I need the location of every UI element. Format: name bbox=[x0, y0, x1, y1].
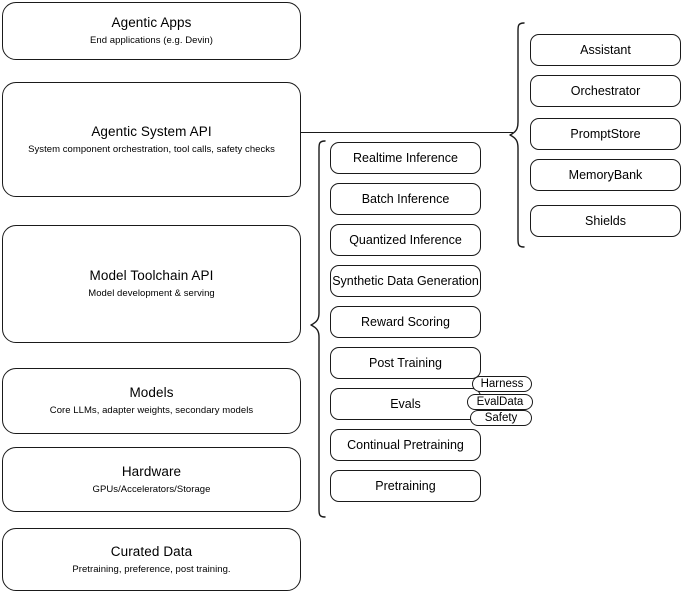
layer-title: Curated Data bbox=[110, 543, 193, 559]
toolchain-item-synthetic-data-generation[interactable]: Synthetic Data Generation bbox=[330, 265, 481, 297]
toolchain-item-realtime-inference[interactable]: Realtime Inference bbox=[330, 142, 481, 174]
evals-tag-harness[interactable]: Harness bbox=[472, 376, 532, 392]
toolchain-item-label: Pretraining bbox=[375, 478, 436, 493]
layer-title: Hardware bbox=[121, 463, 182, 479]
system-component-memorybank[interactable]: MemoryBank bbox=[530, 159, 681, 191]
toolchain-item-reward-scoring[interactable]: Reward Scoring bbox=[330, 306, 481, 338]
system-component-label: Orchestrator bbox=[570, 83, 641, 98]
system-component-label: Shields bbox=[585, 213, 626, 228]
toolchain-item-evals[interactable]: Evals bbox=[330, 388, 481, 420]
toolchain-item-label: Synthetic Data Generation bbox=[332, 273, 479, 288]
layer-box-models[interactable]: Models Core LLMs, adapter weights, secon… bbox=[2, 368, 301, 434]
toolchain-item-continual-pretraining[interactable]: Continual Pretraining bbox=[330, 429, 481, 461]
system-component-shields[interactable]: Shields bbox=[530, 205, 681, 237]
layer-box-agentic-apps[interactable]: Agentic Apps End applications (e.g. Devi… bbox=[2, 2, 301, 60]
layer-subtitle: System component orchestration, tool cal… bbox=[28, 143, 275, 155]
evals-tag-evaldata[interactable]: EvalData bbox=[467, 394, 533, 410]
layer-subtitle: GPUs/Accelerators/Storage bbox=[92, 483, 211, 495]
agentic-system-components-brace bbox=[509, 22, 525, 248]
layer-box-hardware[interactable]: Hardware GPUs/Accelerators/Storage bbox=[2, 447, 301, 512]
evals-tag-label: EvalData bbox=[476, 395, 524, 408]
system-component-orchestrator[interactable]: Orchestrator bbox=[530, 75, 681, 107]
system-component-promptstore[interactable]: PromptStore bbox=[530, 118, 681, 150]
toolchain-item-post-training[interactable]: Post Training bbox=[330, 347, 481, 379]
evals-tag-safety[interactable]: Safety bbox=[470, 410, 532, 426]
toolchain-item-pretraining[interactable]: Pretraining bbox=[330, 470, 481, 502]
toolchain-item-batch-inference[interactable]: Batch Inference bbox=[330, 183, 481, 215]
model-toolchain-components-brace bbox=[310, 140, 326, 518]
layer-title: Models bbox=[129, 385, 174, 400]
toolchain-item-label: Realtime Inference bbox=[353, 150, 458, 165]
system-component-label: MemoryBank bbox=[568, 167, 643, 182]
system-component-label: PromptStore bbox=[570, 126, 641, 141]
toolchain-item-label: Reward Scoring bbox=[361, 314, 450, 329]
system-component-label: Assistant bbox=[580, 42, 631, 57]
layer-subtitle: End applications (e.g. Devin) bbox=[90, 35, 213, 46]
agentic-system-api-to-components-connector bbox=[301, 132, 513, 134]
layer-box-curated-data[interactable]: Curated Data Pretraining, preference, po… bbox=[2, 528, 301, 591]
toolchain-item-label: Batch Inference bbox=[361, 191, 450, 206]
toolchain-item-quantized-inference[interactable]: Quantized Inference bbox=[330, 224, 481, 256]
layer-subtitle: Core LLMs, adapter weights, secondary mo… bbox=[49, 405, 254, 416]
layer-subtitle: Pretraining, preference, post training. bbox=[72, 563, 231, 575]
layer-subtitle: Model development & serving bbox=[88, 288, 215, 299]
layer-title: Agentic System API bbox=[91, 123, 212, 139]
layer-title: Agentic Apps bbox=[111, 15, 192, 30]
layer-box-agentic-system-api[interactable]: Agentic System API System component orch… bbox=[2, 82, 301, 197]
layer-title: Model Toolchain API bbox=[89, 268, 214, 283]
toolchain-item-label: Evals bbox=[390, 396, 421, 411]
evals-tag-label: Safety bbox=[484, 411, 518, 424]
system-component-assistant[interactable]: Assistant bbox=[530, 34, 681, 66]
toolchain-item-label: Post Training bbox=[369, 355, 442, 370]
toolchain-item-label: Continual Pretraining bbox=[347, 437, 464, 452]
evals-tag-label: Harness bbox=[480, 377, 524, 390]
toolchain-item-label: Quantized Inference bbox=[349, 232, 462, 247]
layer-box-model-toolchain-api[interactable]: Model Toolchain API Model development & … bbox=[2, 225, 301, 343]
